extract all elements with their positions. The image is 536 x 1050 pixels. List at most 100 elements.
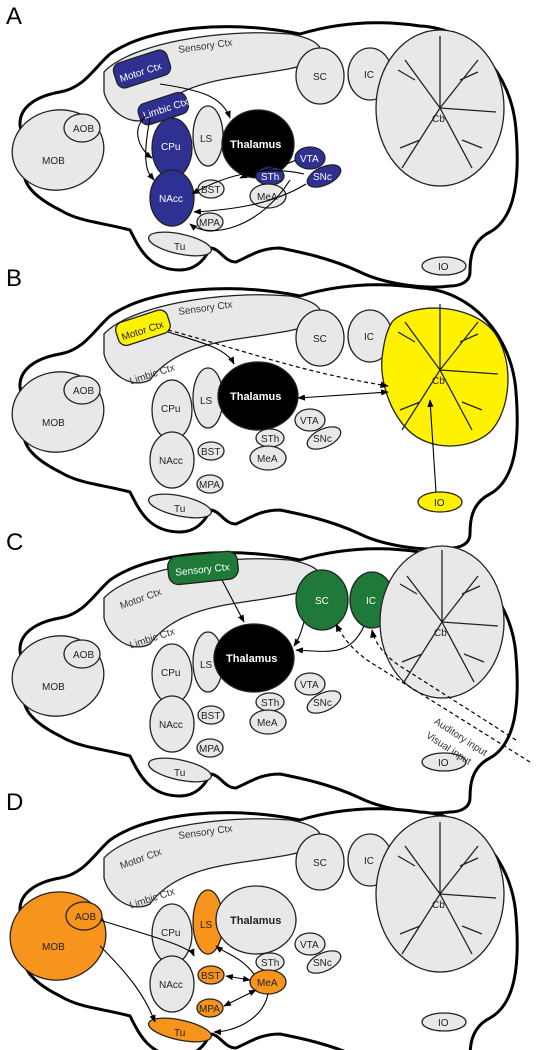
label-sth-b: STh (261, 434, 279, 445)
nacc-d (149, 955, 195, 1013)
dashed-c-auditory (370, 629, 517, 741)
label-cb-d: Cb (432, 900, 445, 911)
sensory-ctx-c (167, 550, 239, 586)
arrow-b-cb-thal (297, 389, 389, 401)
io-d (421, 1012, 467, 1032)
label-sth-a: STh (261, 172, 279, 183)
panel-c: C Sensory Ctx Motor Ctx Limbic Ctx MOB A… (6, 529, 531, 815)
label-ls-a: LS (200, 134, 213, 145)
arrow-b-io-cb (427, 399, 437, 493)
label-ic-c: IC (366, 596, 376, 607)
label-cpu-a: CPu (161, 142, 180, 153)
label-cpu-c: CPu (161, 668, 180, 679)
io-b (417, 491, 463, 513)
arrow-a-4 (239, 159, 297, 179)
nacc-b (149, 431, 195, 489)
arrow-d-mob-tu (99, 945, 156, 1023)
aob-b (63, 375, 101, 405)
label-thalamus-a: Thalamus (230, 139, 281, 151)
tu-a (147, 231, 213, 257)
motor-ctx-a (112, 49, 172, 89)
label-tu-a: Tu (174, 242, 185, 253)
aob-a (63, 113, 101, 143)
label-mea-c: MeA (257, 718, 278, 729)
io-c (421, 752, 467, 772)
label-bst-d: BST (201, 971, 220, 982)
label-nacc-c: NAcc (159, 720, 183, 731)
motor-ctx-b (114, 309, 171, 347)
vta-b (294, 408, 326, 432)
arrow-b-1 (167, 331, 235, 365)
label-mea-b: MeA (257, 454, 278, 465)
arrow-a-7 (189, 179, 291, 232)
panel-letter-a: A (6, 3, 22, 30)
label-mob-b: MOB (42, 418, 65, 429)
sc-d (295, 833, 345, 891)
io-a (421, 256, 467, 276)
vta-d (294, 932, 326, 956)
mea-a (249, 183, 287, 209)
mpa-d (196, 998, 224, 1018)
label-ic-a: IC (364, 70, 374, 81)
label-vta-d: VTA (300, 940, 319, 951)
label-snc-a: SNc (313, 172, 332, 183)
label-snc-c: SNc (313, 698, 332, 709)
label-aob-b: AOB (73, 386, 94, 397)
label-sc-b: SC (313, 334, 327, 345)
label-ls-d: LS (200, 920, 213, 931)
mpa-c (196, 738, 224, 758)
arrow-d-mea-bst (225, 974, 251, 982)
snc-d (306, 950, 342, 974)
label-nacc-a: NAcc (159, 194, 183, 205)
sc-a (295, 47, 345, 105)
vta-a (294, 146, 326, 170)
label-vta-c: VTA (300, 680, 319, 691)
aob-c (63, 639, 101, 669)
label-aob-c: AOB (73, 650, 94, 661)
panel-letter-c: C (6, 529, 23, 556)
sc-c (295, 569, 349, 631)
label-thalamus-c: Thalamus (226, 653, 277, 665)
sc-b (295, 309, 345, 367)
label-snc-b: SNc (313, 434, 332, 445)
label-bst-a: BST (201, 185, 220, 196)
arrow-a-3 (145, 117, 155, 181)
label-tu-b: Tu (174, 504, 185, 515)
label-cb-b: Cb (432, 376, 445, 387)
nacc-c (149, 695, 195, 753)
label-ls-c: LS (200, 660, 213, 671)
arrow-c-sens-thal (221, 579, 245, 623)
arrow-a-6 (193, 183, 307, 215)
tu-c (147, 757, 213, 783)
tu-d (147, 1017, 213, 1043)
mea-b (249, 445, 287, 471)
nacc-a (149, 169, 195, 227)
label-thalamus-b: Thalamus (230, 391, 281, 403)
arrow-d-mea-tu (213, 993, 269, 1036)
arrow-d-mea-mpa (223, 989, 257, 1007)
label-io-d: IO (438, 1018, 449, 1029)
label-tu-d: Tu (174, 1028, 185, 1039)
label-vta-a: VTA (300, 154, 319, 165)
label-cpu-b: CPu (161, 404, 180, 415)
aob-d (65, 901, 103, 931)
panel-letter-b: B (6, 265, 22, 292)
arrow-a-1 (159, 83, 231, 119)
bst-c (197, 705, 225, 725)
bst-b (197, 441, 225, 461)
arrow-d-aob-ls (99, 919, 195, 957)
thalamus-d (215, 885, 297, 955)
label-cpu-d: CPu (161, 928, 180, 939)
label-ic-b: IC (364, 332, 374, 343)
label-mpa-c: MPA (199, 744, 220, 755)
label-ic-d: IC (364, 856, 374, 867)
label-sth-d: STh (261, 958, 279, 969)
thalamus-c (213, 623, 295, 693)
label-mob-a: MOB (42, 156, 65, 167)
label-mpa-b: MPA (199, 480, 220, 491)
snc-c (306, 690, 342, 714)
arrow-d-mea-ls (215, 945, 255, 975)
label-io-c: IO (438, 758, 449, 769)
label-ls-b: LS (200, 396, 213, 407)
label-io-b: IO (434, 498, 445, 509)
